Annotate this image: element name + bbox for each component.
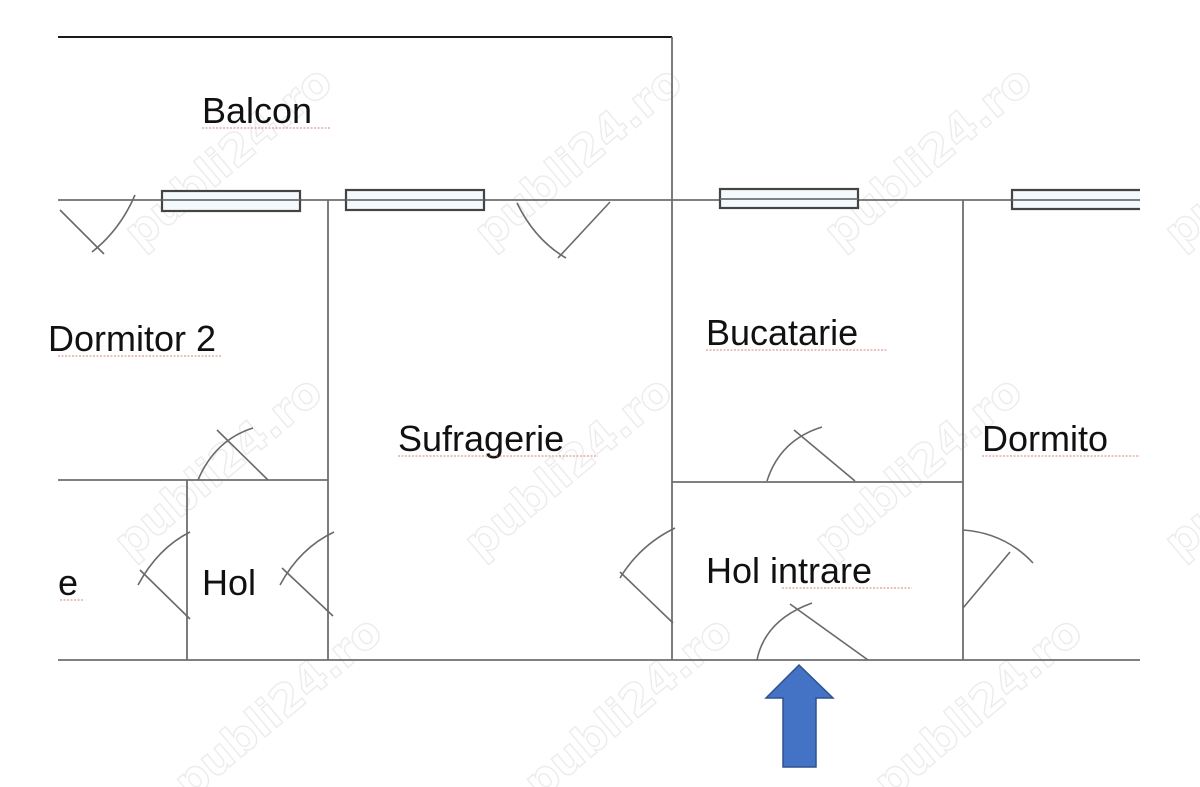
door-hol-sufragerie xyxy=(279,531,335,617)
room-label-dormitor: Dormito xyxy=(982,418,1108,459)
room-label-hol-intrare: Hol intrare xyxy=(706,550,872,591)
watermark: publi24.ro xyxy=(514,606,742,787)
watermark: publi24.ro xyxy=(114,56,342,259)
entrance-arrow-icon xyxy=(764,663,835,768)
window xyxy=(160,189,302,213)
door-hol-intrare-sufragerie xyxy=(619,527,676,624)
watermark: publi24.ro xyxy=(1154,56,1200,259)
room-label-hol: Hol xyxy=(202,562,256,603)
door-dormitor2 xyxy=(197,427,269,481)
room-label-bucatarie: Bucatarie xyxy=(706,312,858,353)
watermark: publi24.ro xyxy=(164,606,392,787)
door-bucatarie xyxy=(766,426,856,482)
watermark: publi24.ro xyxy=(104,366,332,569)
door-dormitor2-balcon xyxy=(59,194,136,255)
room-label-balcon: Balcon xyxy=(202,90,312,131)
watermark: publi24.ro xyxy=(454,366,682,569)
watermark: publi24.ro xyxy=(814,56,1042,259)
watermark: publi24.ro xyxy=(1154,366,1200,569)
watermark: publi24.ro xyxy=(864,606,1092,787)
room-label-sufragerie: Sufragerie xyxy=(398,418,564,459)
room-label-partial: e xyxy=(58,562,78,603)
door-sufragerie-balcon xyxy=(516,201,611,259)
door-hol-intrare-dormitor xyxy=(962,529,1034,609)
door-hol-left xyxy=(137,531,191,620)
room-label-dormitor-2: Dormitor 2 xyxy=(48,318,216,359)
door-entrance xyxy=(756,602,869,661)
watermark: publi24.ro xyxy=(464,56,692,259)
